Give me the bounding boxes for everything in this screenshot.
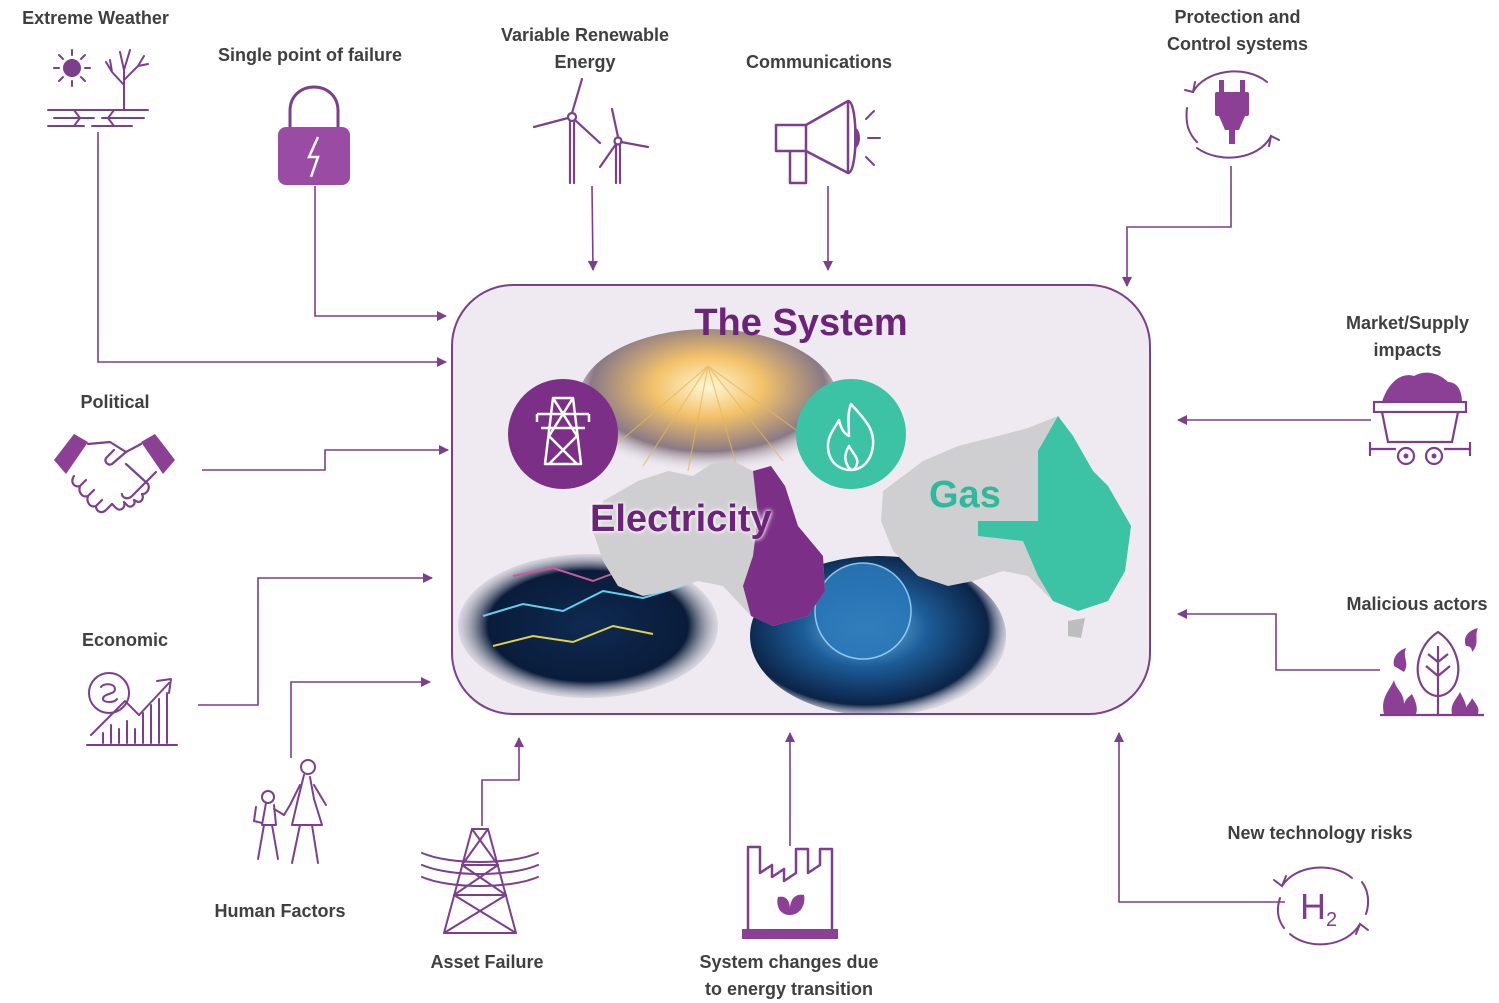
label-single-point-failure: Single point of failure xyxy=(218,45,402,65)
transmission-tower-icon xyxy=(421,828,539,934)
arrow-protection xyxy=(1122,166,1232,287)
label-political: Political xyxy=(80,392,150,412)
gas-label: Gas xyxy=(929,474,1001,516)
gas-circle xyxy=(796,379,906,489)
label-human-factors: Human Factors xyxy=(214,901,346,921)
label-system-changes: System changes due to energy transition xyxy=(699,952,879,999)
label-asset-failure: Asset Failure xyxy=(430,952,544,972)
eastern-states-gas xyxy=(978,416,1131,611)
flame-circle-icon xyxy=(826,402,875,472)
hydrogen-icon: H 2 xyxy=(1273,866,1370,946)
padlock-icon xyxy=(278,85,350,185)
people-walking-icon xyxy=(253,759,327,864)
handshake-icon xyxy=(54,434,175,514)
arrow-economic xyxy=(198,573,433,706)
label-communications: Communications xyxy=(745,52,892,72)
wind-turbine-icon xyxy=(532,77,650,185)
arrow-extreme-weather xyxy=(97,132,447,367)
electricity-label: Electricity xyxy=(590,498,772,540)
arrow-malicious xyxy=(1177,609,1380,671)
label-market-supply: Market/Supply impacts xyxy=(1345,313,1470,360)
factory-leaf-icon xyxy=(742,845,838,939)
tasmania-gas xyxy=(1068,618,1085,638)
economic-chart-icon xyxy=(86,672,178,746)
fire-tree-icon xyxy=(1380,628,1484,717)
system-title: The System xyxy=(694,302,908,344)
system-box: The System Electricity Gas xyxy=(451,284,1151,715)
label-extreme-weather: Extreme Weather xyxy=(22,8,169,28)
system-collage xyxy=(458,329,1131,713)
arrow-political xyxy=(202,445,449,471)
label-protection-control: Protection and Control systems xyxy=(1166,7,1309,54)
arrow-single-point xyxy=(314,186,447,321)
extreme-weather-icon xyxy=(47,49,149,127)
hydrogen-subscript: 2 xyxy=(1326,909,1337,931)
electricity-circle xyxy=(508,379,618,489)
arrow-new-technology xyxy=(1114,732,1285,903)
arrow-human-factors xyxy=(290,677,431,758)
plug-cycle-icon xyxy=(1184,70,1280,159)
hydrogen-symbol: H xyxy=(1300,886,1326,927)
eastern-states-electricity xyxy=(743,466,825,626)
label-economic: Economic xyxy=(81,630,169,650)
solar-farm-image xyxy=(578,329,838,473)
label-variable-renewable: Variable Renewable Energy xyxy=(500,25,670,72)
label-malicious-actors: Malicious actors xyxy=(1346,594,1488,614)
arrow-asset-failure xyxy=(481,737,524,826)
label-new-technology: New technology risks xyxy=(1227,823,1413,843)
coal-cart-icon xyxy=(1368,372,1472,466)
arrow-renewable xyxy=(587,185,598,271)
megaphone-icon xyxy=(774,99,881,185)
pylon-circle-icon xyxy=(535,396,591,466)
